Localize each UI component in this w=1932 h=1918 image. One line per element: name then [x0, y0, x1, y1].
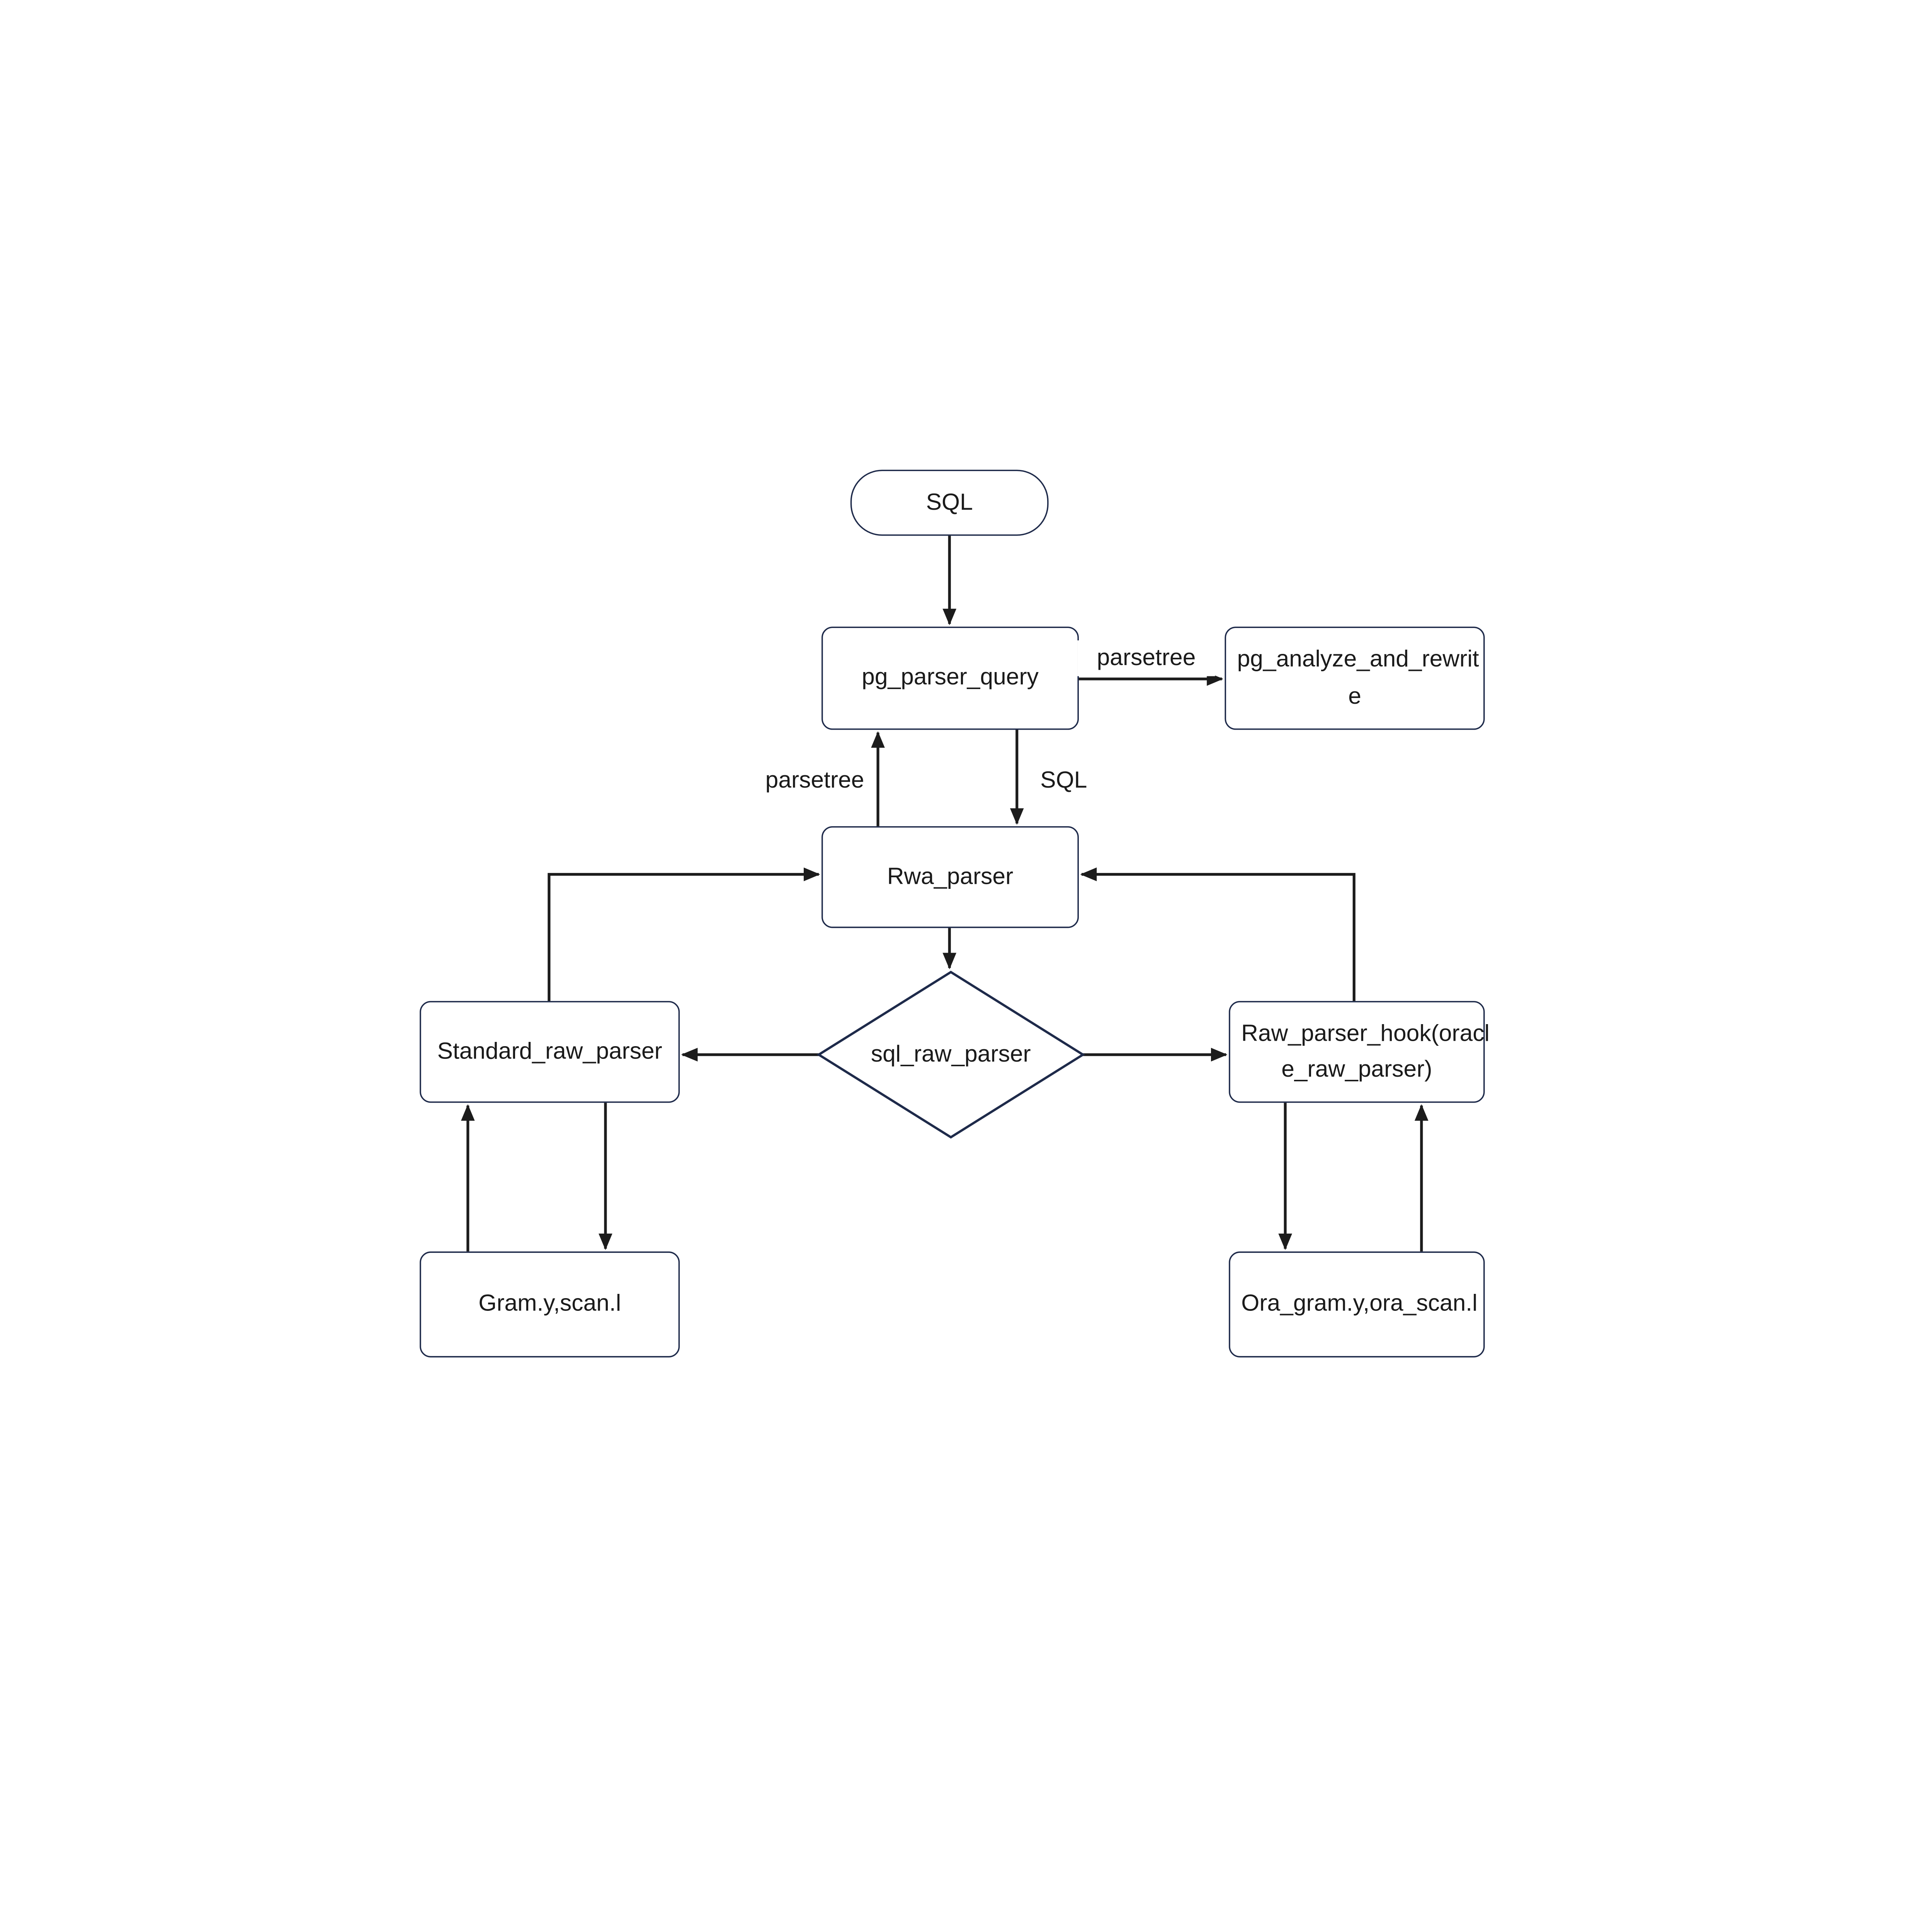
edge-standard-raw-parser-to-rwa-parser — [548, 867, 820, 1001]
node-label: e — [1348, 682, 1361, 709]
node-label: sql_raw_parser — [871, 1041, 1031, 1067]
node-gram-y-scan-l: Gram.y,scan.l — [420, 1251, 680, 1358]
edge-label-parsetree-top: parsetree — [1077, 640, 1215, 676]
decision-diamond-shape — [816, 970, 1085, 1139]
node-label: pg_parser_query — [862, 664, 1039, 691]
node-sql-raw-parser: sql_raw_parser — [820, 1013, 1082, 1096]
node-pg-analyze-and-rewrite: pg_analyze_and_rewrit e — [1225, 626, 1485, 730]
node-pg-parser-query: pg_parser_query — [821, 626, 1079, 730]
node-label: pg_analyze_and_rewrit — [1237, 646, 1479, 672]
connector-layer — [461, 536, 1429, 1252]
node-standard-raw-parser: Standard_raw_parser — [420, 1001, 680, 1103]
edge-label-sql: SQL — [1040, 763, 1123, 799]
node-label: e_raw_parser) — [1281, 1056, 1432, 1082]
node-label: Raw_parser_hook(oracl — [1241, 1019, 1490, 1046]
node-label: Ora_gram.y,ora_scan.l — [1241, 1290, 1478, 1317]
node-ora-gram-y-ora-scan-l: Ora_gram.y,ora_scan.l — [1229, 1251, 1485, 1358]
node-sql-terminator: SQL — [850, 470, 1049, 536]
node-label: Gram.y,scan.l — [478, 1290, 621, 1317]
edge-label-parsetree-return: parsetree — [726, 763, 864, 799]
node-label: Standard_raw_parser — [437, 1038, 662, 1064]
node-label: Rwa_parser — [887, 863, 1014, 890]
edge-raw-parser-hook-to-rwa-parser — [1080, 867, 1355, 1001]
flowchart-canvas: SQL pg_parser_query pg_analyze_and_rewri… — [0, 276, 1932, 1642]
node-rwa-parser: Rwa_parser — [821, 826, 1079, 928]
node-label: SQL — [926, 488, 973, 515]
node-raw-parser-hook: Raw_parser_hook(oracl e_raw_parser) — [1229, 1001, 1490, 1103]
